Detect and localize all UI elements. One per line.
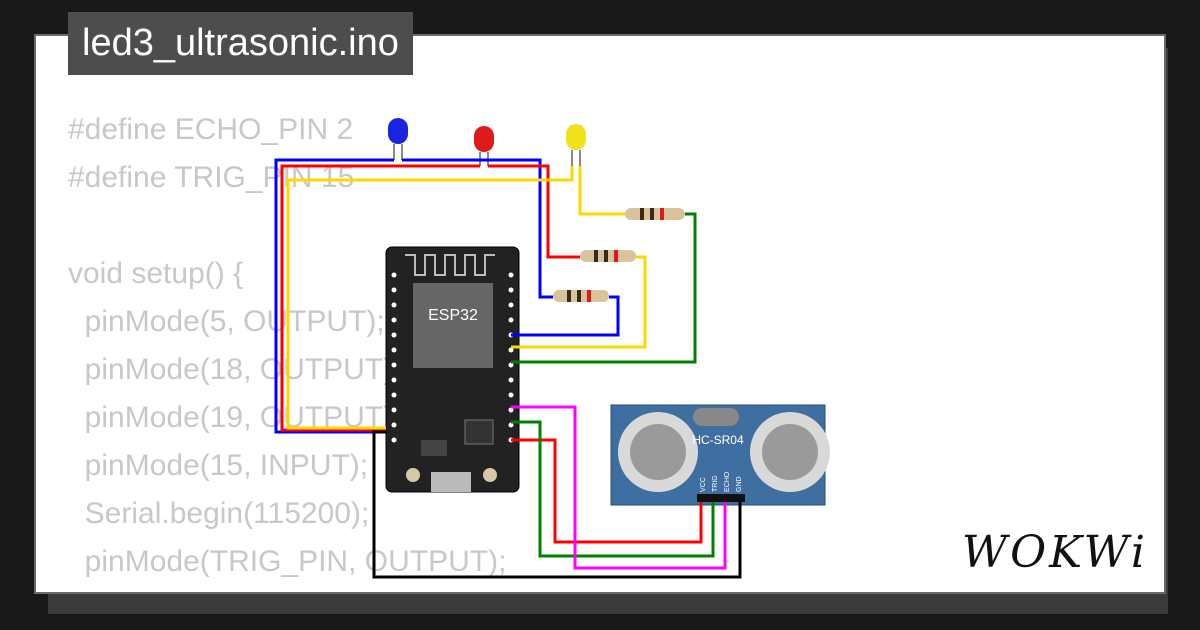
pin-label-trig: TRIG	[712, 475, 719, 492]
project-card[interactable]: #define ECHO_PIN 2 #define TRIG_PIN 15 v…	[34, 34, 1166, 594]
wire-blue-gnd[interactable]	[274, 158, 394, 434]
wire-red-gnd[interactable]	[280, 164, 480, 432]
code-preview: #define ECHO_PIN 2 #define TRIG_PIN 15 v…	[68, 113, 507, 578]
board-label: ESP32	[428, 307, 478, 324]
resistor-1[interactable]	[625, 208, 685, 220]
pin-label-gnd: GND	[736, 476, 743, 492]
wire-yellow-signal[interactable]	[511, 166, 647, 349]
wire-magenta-echo[interactable]	[511, 405, 727, 570]
yellow-led[interactable]	[566, 124, 586, 166]
pin-label-echo: ECHO	[724, 471, 731, 492]
project-title: led3_ultrasonic.ino	[68, 12, 413, 75]
wire-green-trig[interactable]	[511, 420, 715, 558]
blue-led[interactable]	[388, 118, 408, 160]
wokwi-logo: WOKWi	[961, 527, 1148, 578]
esp32-board[interactable]: ESP32	[385, 246, 520, 493]
wire-yellow-gnd[interactable]	[286, 166, 574, 430]
esp32-chip	[413, 283, 493, 368]
resistor-3[interactable]	[553, 290, 609, 302]
wire-green-led[interactable]	[511, 212, 697, 364]
resistor-2[interactable]	[580, 250, 636, 262]
pin-label-vcc: VCC	[700, 477, 707, 492]
wire-blue-signal[interactable]	[402, 158, 620, 337]
ultrasonic-sensor[interactable]: HC-SR04 VCC TRIG ECHO GND	[610, 404, 830, 506]
sensor-label: HC-SR04	[692, 433, 744, 447]
wire-red-signal[interactable]	[488, 164, 580, 259]
wire-black-gnd[interactable]	[372, 430, 742, 579]
